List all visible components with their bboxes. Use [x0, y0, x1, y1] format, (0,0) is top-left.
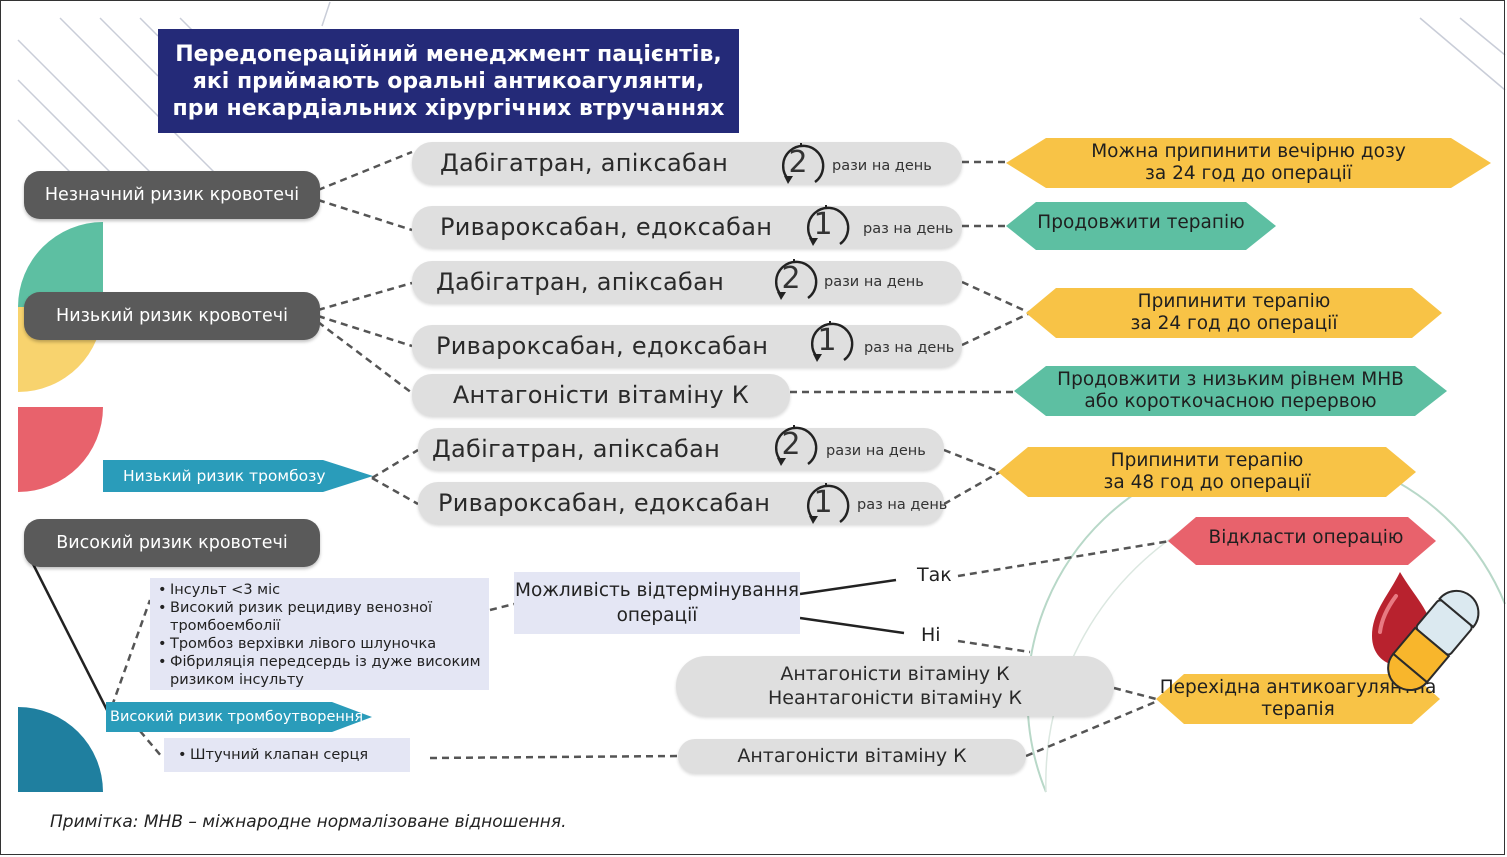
high-thrombosis-conditions-list: Інсульт <3 міс Високий ризик рецидиву ве… — [150, 578, 489, 690]
dose-count: 1 — [817, 323, 837, 358]
drug-pill-rivaroxaban-edoxaban-3: Ривароксабан, едоксабан — [418, 482, 944, 524]
dose-count: 1 — [813, 207, 833, 242]
low-thrombosis-risk-tag: Низький ризик тромбозу — [103, 460, 373, 492]
frequency-label: раз на день — [857, 497, 948, 513]
drug-name: Дабігатран, апіксабан — [432, 435, 721, 463]
capsule-icon — [1387, 589, 1480, 692]
drug-name: Дабігатран, апіксабан — [436, 268, 725, 296]
clock-icon: 1 — [800, 480, 850, 526]
drug-name: Ривароксабан, едоксабан — [438, 489, 771, 517]
outcome-text: Продовжити терапію — [1037, 212, 1245, 233]
high-bleeding-risk-box: Високий ризик кровотечі — [24, 519, 320, 567]
question-line-1: Можливість відтермінування — [514, 580, 799, 601]
frequency-label: рази на день — [824, 274, 924, 290]
outcome-text: Відкласти операцію — [1208, 527, 1404, 548]
list-item: Тромбоз верхівки лівого шлуночка — [156, 635, 481, 653]
drug-pill-dabigatran-apixaban-1: Дабігатран, апіксабан — [412, 142, 962, 184]
minor-bleeding-risk-box: Незначний ризик кровотечі — [24, 171, 320, 219]
drug-name: Ривароксабан, едоксабан — [436, 332, 769, 360]
outcome-line-1: Можна припинити вечірню дозу — [1091, 141, 1406, 162]
outcome-line-1: Продовжити з низьким рівнем МНВ — [1057, 369, 1404, 390]
clock-icon: 2 — [775, 140, 825, 186]
teal-quarter-circle — [18, 222, 103, 307]
list-item: Інсульт <3 міс — [156, 581, 481, 599]
frequency-label: раз на день — [863, 221, 954, 237]
drug-pill-rivaroxaban-edoxaban-2: Ривароксабан, едоксабан — [412, 325, 962, 367]
frequency-label: рази на день — [826, 443, 926, 459]
footnote: Примітка: МНВ – міжнародне нормалізоване… — [50, 812, 567, 832]
drug-name: Антагоністи вітаміну К — [452, 381, 750, 409]
outcome-line-1: Припинити терапію — [1137, 291, 1331, 312]
dose-count: 1 — [813, 485, 833, 520]
question-line-2: операції — [616, 605, 698, 626]
dose-count: 2 — [781, 261, 801, 296]
list-item: Фібриляція передсердь із дуже високим ри… — [156, 653, 481, 689]
outcome-line-2: за 48 год до операції — [1103, 472, 1311, 493]
outcome-line-2: за 24 год до операції — [1145, 163, 1352, 184]
frequency-label: рази на день — [832, 158, 932, 174]
outcome-line-2: терапія — [1261, 699, 1335, 720]
tag-text: Високий ризик тромбоутворення — [110, 709, 364, 725]
clock-icon: 1 — [804, 318, 854, 364]
red-quarter-circle — [18, 407, 103, 492]
diagonal-stripes — [17, 1, 1506, 173]
title-line-2: які приймають оральні антикоагулянти, — [192, 68, 705, 94]
outcome-continue-therapy: Продовжити терапію — [1006, 202, 1276, 250]
diagram-title: Передопераційний менеджмент пацієнтів, я… — [158, 29, 739, 133]
drug-pill-dabigatran-apixaban-2: Дабігатран, апіксабан — [412, 261, 962, 303]
dose-count: 2 — [788, 145, 808, 180]
outcome-line-1: Перехідна антикоагулянтна — [1159, 677, 1437, 698]
drug-pill-vka: Антагоністи вітаміну К — [412, 374, 790, 416]
tag-text: Низький ризик тромбозу — [123, 467, 326, 485]
drug-line-1: Антагоністи вітаміну К — [780, 663, 1010, 685]
title-line-1: Передопераційний менеджмент пацієнтів, — [175, 41, 722, 67]
outcome-postpone-surgery: Відкласти операцію — [1168, 517, 1436, 565]
clock-icon: 2 — [768, 256, 818, 302]
low-bleeding-risk-box: Низький ризик кровотечі — [24, 292, 320, 340]
outcome-line-2: або короткочасною перервою — [1084, 391, 1377, 412]
title-line-3: при некардіальних хірургічних втручаннях — [172, 95, 725, 121]
decorative-arc-2 — [1045, 519, 1201, 793]
postpone-question-box: Можливість відтермінування операції — [514, 572, 800, 634]
list-item: Високий ризик рецидиву венозної тромбоем… — [156, 599, 481, 635]
outcome-line-1: Припинити терапію — [1110, 450, 1304, 471]
outcome-line-2: за 24 год до операції — [1130, 313, 1338, 334]
blue-quarter-circle — [18, 707, 103, 792]
valve-condition-box: Штучний клапан серця — [164, 738, 410, 772]
dose-count: 2 — [781, 427, 801, 462]
frequency-label: раз на день — [864, 340, 955, 356]
drug-pill-vka-valve: Антагоністи вітаміну К — [678, 739, 1026, 773]
high-thrombosis-risk-tag: Високий ризик тромбоутворення — [106, 702, 372, 732]
clock-icon: 1 — [800, 202, 850, 248]
drug-line-2: Неантагоністи вітаміну К — [768, 687, 1022, 709]
drug-name: Антагоністи вітаміну К — [737, 745, 967, 767]
answer-yes: Так — [917, 564, 952, 586]
drug-pill-rivaroxaban-edoxaban-1: Ривароксабан, едоксабан — [412, 206, 962, 248]
drug-name: Дабігатран, апіксабан — [440, 149, 729, 177]
clock-icon: 2 — [768, 422, 818, 468]
list-item: Штучний клапан серця — [176, 746, 410, 764]
drug-name: Ривароксабан, едоксабан — [440, 213, 773, 241]
drug-pill-dabigatran-apixaban-3: Дабігатран, апіксабан — [418, 428, 944, 470]
answer-no: Ні — [921, 624, 941, 646]
